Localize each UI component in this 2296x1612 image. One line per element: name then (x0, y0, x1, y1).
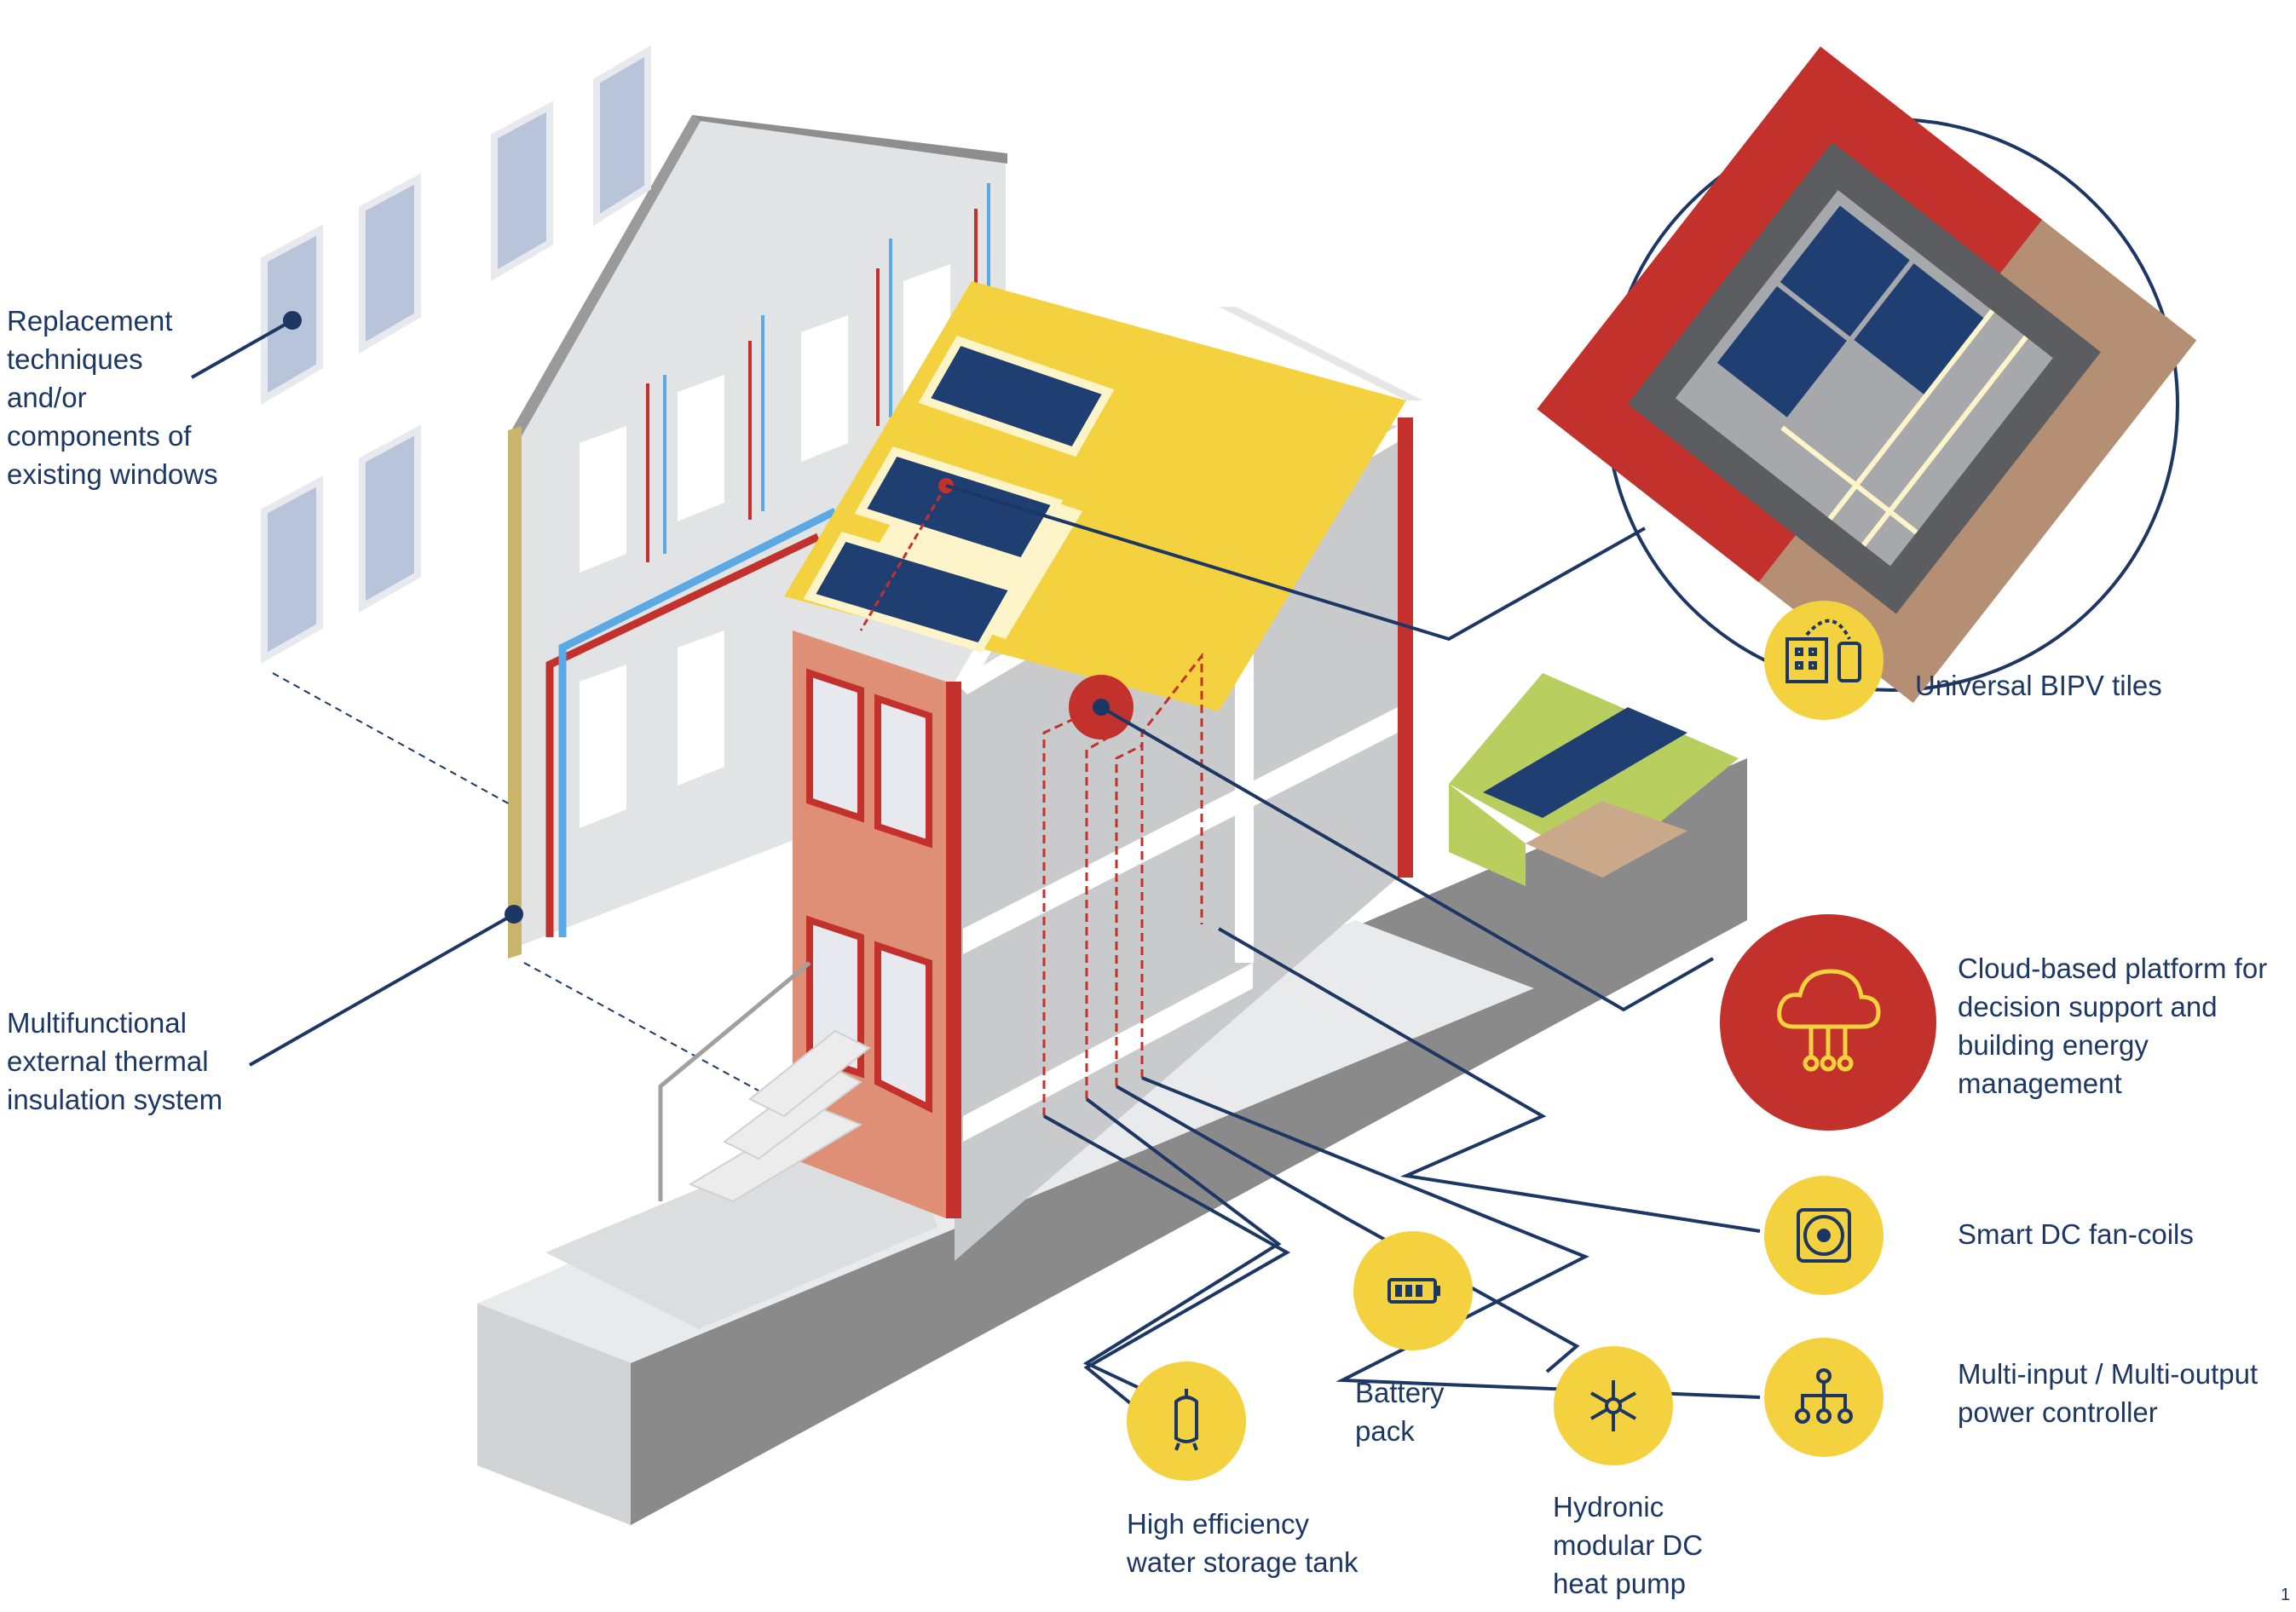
fan-coil-icon (1797, 1208, 1851, 1263)
label-bipv: Universal BIPV tiles (1915, 670, 2162, 701)
cloud-network-icon (1777, 969, 1881, 1072)
badge-battery (1353, 1231, 1473, 1350)
label-cloud: Cloud-based platform for decision suppor… (1958, 953, 2268, 1099)
main-house (658, 281, 1423, 1261)
water-tank-icon (1174, 1389, 1198, 1451)
badge-tank (1127, 1362, 1246, 1481)
building-smartphone-icon (1785, 619, 1861, 683)
badge-controller (1764, 1338, 1884, 1457)
badge-cloud (1720, 914, 1936, 1131)
bipv-inset (1537, 46, 2197, 703)
label-heatpump: Hydronic modular DC heat pump (1553, 1491, 1704, 1599)
label-fancoils: Smart DC fan-coils (1958, 1218, 2194, 1250)
garden-patch (1449, 673, 1739, 886)
battery-icon (1387, 1278, 1440, 1304)
label-battery: Battery pack (1355, 1377, 1445, 1447)
hierarchy-tree-icon (1795, 1368, 1853, 1424)
label-windows: Replacement techniques and/or components… (7, 305, 218, 490)
badge-fancoils (1764, 1176, 1884, 1295)
label-tank: High efficiency water storage tank (1127, 1508, 1359, 1578)
badge-heatpump (1554, 1346, 1673, 1465)
guide-lines (272, 672, 759, 1091)
label-insulation: Multifunctional external thermal insulat… (7, 1007, 223, 1115)
page-number: 1 (2281, 1586, 2291, 1604)
label-controller: Multi-input / Multi-output power control… (1958, 1358, 2259, 1428)
badge-bipv (1764, 601, 1884, 720)
snowflake-icon (1590, 1380, 1636, 1431)
callout-lines (191, 311, 1761, 1408)
